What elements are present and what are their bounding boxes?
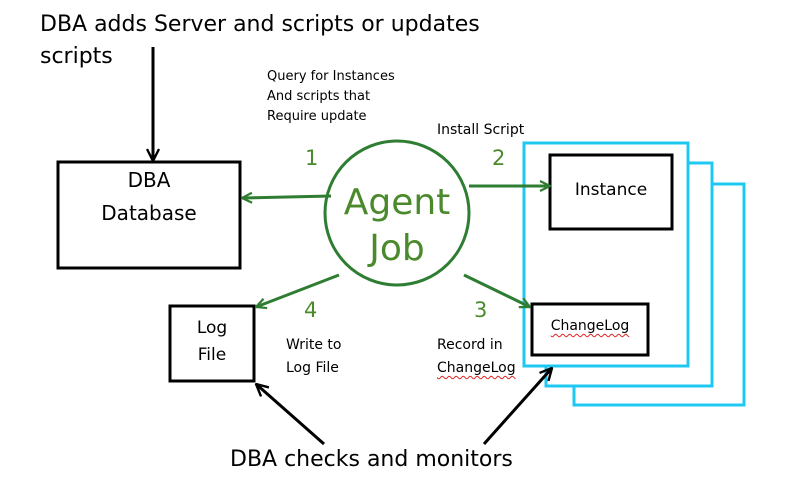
step-3-label-line1: Record in (437, 337, 503, 353)
step-4-label-line1: Write to (286, 337, 342, 353)
top-note-line1: DBA adds Server and scripts or updates (40, 12, 480, 37)
log-file-box[interactable] (168, 304, 256, 383)
step-number-4: 4 (304, 298, 318, 322)
arrow-3-record (463, 273, 530, 309)
dba-database-label-line1: DBA (127, 168, 171, 192)
step-4-label-line2: Log File (286, 360, 339, 376)
query-note-line3: Require update (267, 109, 367, 124)
changelog-label: ChangeLog (550, 318, 630, 334)
step-3-label-line2: ChangeLog (437, 360, 516, 376)
top-note-line2: scripts (40, 44, 113, 69)
log-file-label-line2: File (197, 345, 227, 365)
step-number-3: 3 (474, 298, 488, 322)
agent-job-circle[interactable] (323, 139, 471, 287)
dba-database-label-line2: Database (101, 201, 197, 225)
instance-label: Instance (574, 180, 648, 200)
query-note-line1: Query for Instances (267, 69, 395, 84)
install-note: Install Script (437, 122, 525, 138)
arrow-4-write (256, 273, 340, 307)
log-file-label-line1: Log (196, 318, 228, 338)
arrow-1-query (242, 196, 332, 198)
changelog-box[interactable] (530, 302, 650, 357)
dba-database-box[interactable] (56, 160, 242, 270)
arrow-monitor-logfile (256, 384, 325, 446)
query-note-line2: And scripts that (267, 89, 371, 104)
agent-job-label-line2: Job (369, 228, 425, 269)
arrow-monitor-changelog (482, 368, 552, 446)
step-number-1: 1 (305, 146, 319, 170)
step-number-2: 2 (492, 146, 506, 170)
instance-box[interactable] (548, 153, 674, 231)
agent-job-label-line1: Agent (343, 182, 451, 223)
bottom-note: DBA checks and monitors (230, 447, 513, 472)
